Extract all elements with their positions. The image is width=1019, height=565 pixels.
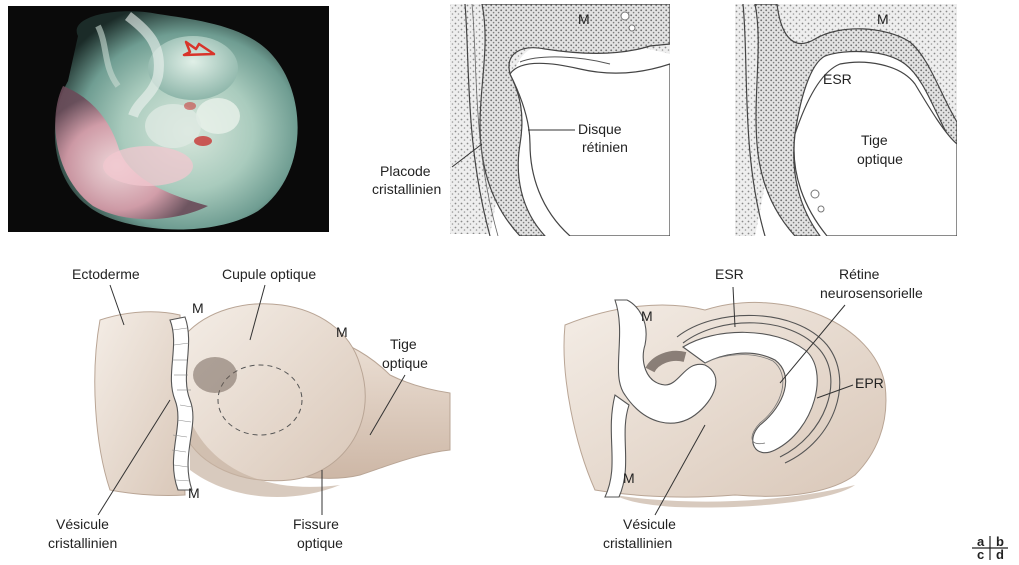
embryo-photo [8, 6, 329, 232]
retine-label: Rétine [839, 266, 880, 282]
m-label: M [877, 11, 889, 27]
esr-label: ESR [823, 71, 852, 87]
retinien-label: rétinien [582, 139, 628, 155]
m-top-label: M [192, 300, 204, 316]
panel-key: a b c d [968, 535, 1016, 561]
tige-label: Tige [390, 336, 417, 352]
esr-label: ESR [715, 266, 744, 282]
cristallinien-label: cristallinien [372, 181, 441, 197]
fissure-label: Fissure [293, 516, 339, 532]
tige-optique-label: optique [382, 355, 428, 371]
cupule-label: Cupule optique [222, 266, 316, 282]
m-bottom-label: M [188, 485, 200, 501]
m-label: M [578, 11, 590, 27]
section-panel-disque: M Disque rétinien Placode cristallinien [370, 4, 670, 236]
vesicule-label: Vésicule [623, 516, 676, 532]
fissure-optique-label: optique [297, 535, 343, 551]
cristallinien-label: cristallinien [603, 535, 672, 551]
disque-label: Disque [578, 121, 622, 137]
key-d: d [996, 547, 1004, 562]
retina-layers-illustration: ESR Rétine neurosensorielle EPR M M Vési… [555, 265, 955, 560]
neurosensorielle-label: neurosensorielle [820, 285, 923, 301]
vesicule-label: Vésicule [56, 516, 109, 532]
key-c: c [977, 547, 984, 562]
m-top-label: M [641, 308, 653, 324]
optique-label: optique [857, 151, 903, 167]
epr-label: EPR [855, 375, 884, 391]
m-bottom-label: M [623, 470, 635, 486]
m-right-label: M [336, 324, 348, 340]
section-panel-esr: M ESR Tige optique [735, 4, 957, 236]
cristallinien-label: cristallinien [48, 535, 117, 551]
embryo-photo-illustration [8, 6, 329, 232]
ectoderme-label: Ectoderme [72, 266, 140, 282]
tige-label: Tige [861, 132, 888, 148]
placode-label: Placode [380, 163, 431, 179]
optic-cup-illustration: Ectoderme Cupule optique M M M Tige opti… [40, 265, 490, 560]
